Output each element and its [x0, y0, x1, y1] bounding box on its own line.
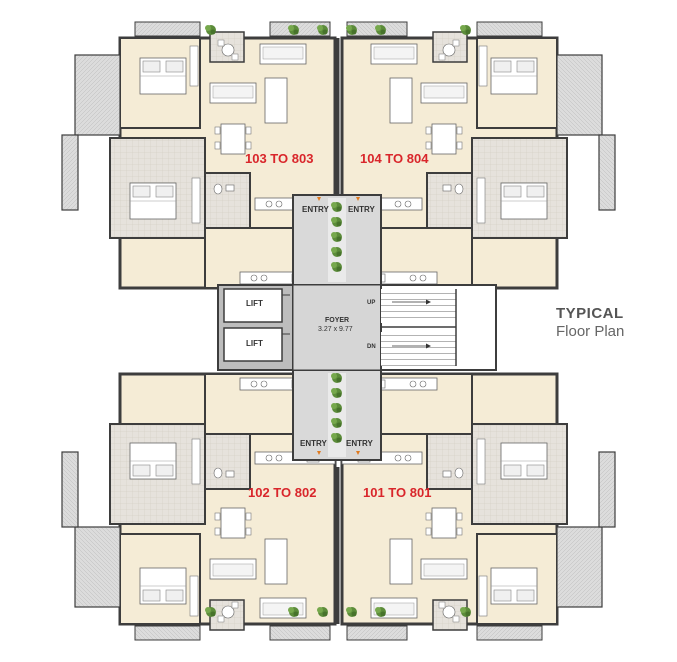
unit-label-bottom-left: 102 TO 802	[248, 485, 316, 500]
entry-label-top-left: ENTRY	[302, 205, 329, 214]
entry-label-bottom-right: ENTRY	[346, 439, 373, 448]
foyer-dimension: 3.27 x 9.77	[318, 326, 353, 333]
unit-label-top-left: 103 TO 803	[245, 151, 313, 166]
plan-subtitle: Floor Plan	[556, 323, 625, 340]
unit-label-top-right: 104 TO 804	[360, 151, 429, 166]
foyer	[292, 284, 382, 371]
staircase	[380, 284, 497, 371]
unit-bottom-left	[61, 374, 335, 641]
lift-lobby	[217, 284, 294, 371]
entry-label-top-right: ENTRY	[348, 205, 375, 214]
stair-down-label: DN	[367, 344, 376, 350]
entry-label-bottom-left: ENTRY	[300, 439, 327, 448]
unit-top-right	[342, 21, 616, 288]
plan-title: TYPICAL	[556, 305, 624, 322]
unit-bottom-right	[342, 374, 616, 641]
lift-label-2: LIFT	[246, 339, 263, 348]
stair-up-label: UP	[367, 300, 375, 306]
foyer-label: FOYER	[325, 317, 349, 324]
unit-top-left	[61, 21, 335, 288]
lift-label-1: LIFT	[246, 299, 263, 308]
unit-label-bottom-right: 101 TO 801	[363, 485, 431, 500]
